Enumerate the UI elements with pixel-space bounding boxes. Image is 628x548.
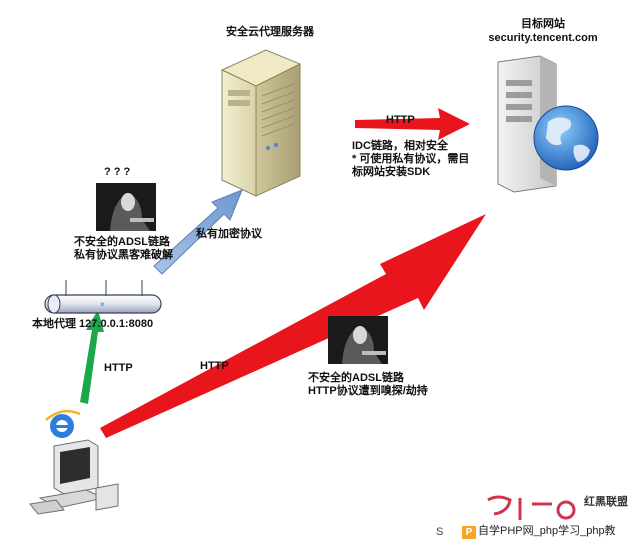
target-site-host: security.tencent.com bbox=[488, 32, 598, 44]
client-computer-icon bbox=[29, 439, 119, 515]
watermark-logo bbox=[487, 495, 576, 520]
local-proxy-label: 本地代理 127.0.0.1:8080 bbox=[32, 318, 154, 330]
watermark-p-badge: P bbox=[462, 526, 476, 539]
private-link-label: 私有加密协议 bbox=[196, 228, 262, 240]
watermark-brand: 红黑联盟 bbox=[584, 496, 628, 508]
client-to-proxy-arrow bbox=[80, 310, 104, 404]
idc-link-line-1: IDC链路，相对安全 bbox=[352, 140, 448, 152]
target-site-title: 目标网站 bbox=[521, 18, 565, 30]
client-to-proxy-protocol: HTTP bbox=[104, 362, 133, 374]
svg-text:×: × bbox=[100, 300, 105, 309]
client-to-target-arrow bbox=[100, 214, 486, 438]
client-to-target-protocol: HTTP bbox=[200, 360, 229, 372]
unknown-attacker-line-2: 私有协议黑客难破解 bbox=[74, 249, 173, 261]
unknown-attacker-marks: ? ? ? bbox=[104, 166, 131, 178]
idc-link-line-2: * 可使用私有协议，需目 bbox=[352, 153, 470, 165]
target-server-icon bbox=[497, 55, 599, 193]
private-encrypted-link-arrow bbox=[153, 189, 243, 275]
local-proxy-tube: × bbox=[44, 280, 162, 314]
hacker-sniffer-icon bbox=[328, 316, 388, 364]
watermark-caption: 自学PHP网_php学习_php教 bbox=[478, 525, 616, 537]
proxy-server-icon bbox=[220, 49, 302, 197]
hacker-unknown-icon bbox=[96, 183, 156, 231]
watermark-left-char: S bbox=[436, 526, 444, 538]
browser-icon bbox=[45, 409, 81, 438]
idc-link-line-3: 标网站安装SDK bbox=[352, 166, 431, 178]
proxy-server-title: 安全云代理服务器 bbox=[226, 26, 314, 38]
idc-link-protocol: HTTP bbox=[386, 114, 415, 126]
sniff-attacker-line-1: 不安全的ADSL链路 bbox=[308, 372, 404, 384]
idc-link-arrow bbox=[355, 108, 470, 140]
sniff-attacker-line-2: HTTP协议遭到嗅探/劫持 bbox=[308, 385, 428, 397]
unknown-attacker-line-1: 不安全的ADSL链路 bbox=[74, 236, 170, 248]
